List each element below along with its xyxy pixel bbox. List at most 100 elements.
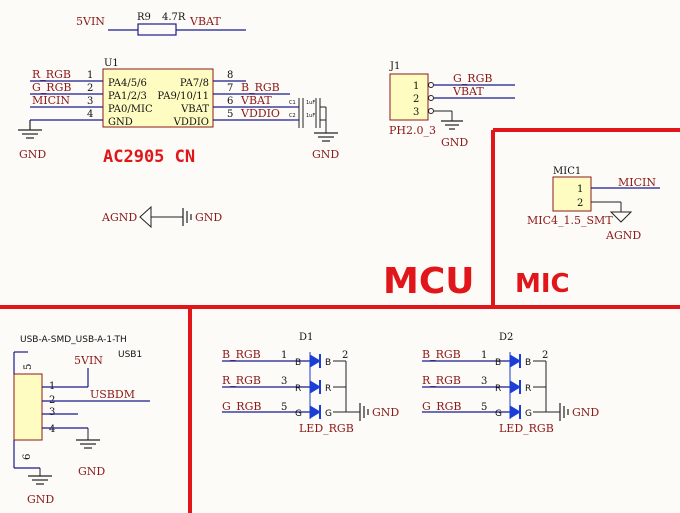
j1-pin-2: 2: [413, 94, 419, 105]
u1-pin-6: 6: [227, 96, 233, 107]
d2-letter-g-out: G: [525, 409, 532, 419]
d2-letter-b-out: B: [525, 358, 531, 368]
u1-net-left-1: R_RGB: [32, 68, 71, 81]
d2-pin-3: 3: [481, 376, 487, 387]
d2-pin-1: 1: [481, 350, 487, 361]
u1-pin-1: 1: [87, 70, 93, 81]
u1-chip: U1 R_RGB G_RGB MICIN 1 2 3 4 PA4/5/6 PA1…: [30, 58, 290, 167]
u1-part: AC2905 CN: [103, 147, 195, 167]
mic1-pin-2: 2: [577, 198, 583, 209]
d1-part: LED_RGB: [299, 422, 354, 435]
usb1-header: USB-A-SMD_USB-A-1-TH: [20, 335, 127, 345]
mic1-net: MICIN: [618, 176, 656, 189]
j1-pin-1: 1: [413, 81, 419, 92]
u1-pin-4: 4: [87, 109, 93, 120]
d2-letter-b: B: [495, 358, 501, 368]
d1-letter-g-out: G: [325, 409, 332, 419]
j1-part: PH2.0_3: [389, 124, 436, 137]
section-borders: [0, 128, 680, 513]
mic1-part: MIC4_1.5_SMT: [527, 214, 613, 227]
d1-net-g: G_RGB: [222, 400, 261, 413]
usb1-pin-4: 4: [49, 424, 55, 435]
c1-ref: C1: [289, 100, 296, 106]
agnd-right-label: GND: [195, 211, 222, 224]
d1-led: D1 B_RGB R_RGB G_RGB 1 3 5 B R G B R G 2…: [222, 332, 399, 435]
d2-letter-g: G: [495, 409, 502, 419]
d2-letter-r: R: [495, 384, 501, 394]
j1-net-1: G_RGB: [453, 72, 492, 85]
d2-pin-5: 5: [481, 402, 487, 413]
d2-part: LED_RGB: [499, 422, 554, 435]
u1-net-right-7: B_RGB: [241, 81, 280, 94]
d2-net-g: G_RGB: [422, 400, 461, 413]
r9-left-net: 5VIN: [76, 15, 105, 28]
u1-pin-3: 3: [87, 96, 93, 107]
u1-name-left-2: PA1/2/3: [108, 91, 147, 102]
section-title-mcu: MCU: [383, 261, 474, 302]
u1-gnd-label: GND: [19, 148, 46, 161]
u1-pin-7: 7: [227, 83, 233, 94]
j1-body: [389, 73, 429, 121]
usb1-pin-6: 6: [22, 454, 33, 460]
c1-value: 1uF: [306, 100, 315, 106]
usb1-pin-3: 3: [49, 407, 55, 418]
mic1-component: MIC1 1 2 MICIN MIC4_1.5_SMT AGND: [527, 166, 660, 242]
c2-ref: C2: [289, 113, 296, 119]
agnd-left-label: AGND: [101, 211, 137, 224]
d2-gnd-label: GND: [572, 406, 599, 419]
agnd-gnd-tie: AGND GND: [101, 205, 222, 229]
mic1-pin-1: 1: [577, 184, 583, 195]
j1-pin-3: 3: [413, 107, 419, 118]
usb1-gnd-label-right: GND: [78, 465, 105, 478]
d1-pin-2: 2: [342, 350, 348, 361]
u1-name-right-8: PA7/8: [180, 78, 209, 89]
d2-net-b: B_RGB: [422, 348, 461, 361]
u1-net-right-6: VBAT: [240, 94, 272, 107]
d1-gnd-label: GND: [372, 406, 399, 419]
d1-letter-g: G: [295, 409, 302, 419]
d1-pin-3: 3: [281, 376, 287, 387]
u1-net-left-2: G_RGB: [32, 81, 71, 94]
usb1-vnet: 5VIN: [74, 354, 103, 367]
r9-value: 4.7R: [162, 12, 186, 23]
u1-name-left-3: PA0/MIC: [108, 104, 153, 115]
u1-name-right-7: PA9/10/11: [157, 91, 209, 102]
d1-pin-1: 1: [281, 350, 287, 361]
r9-ref: R9: [137, 12, 151, 23]
u1-name-left-4: GND: [108, 117, 133, 128]
d2-letter-r-out: R: [525, 384, 531, 394]
d1-net-r: R_RGB: [222, 374, 261, 387]
d1-net-b: B_RGB: [222, 348, 261, 361]
u1-name-right-6: VBAT: [180, 104, 209, 115]
u1-pin-8: 8: [227, 70, 233, 81]
d2-net-r: R_RGB: [422, 374, 461, 387]
r9-resistor: 5VIN R9 4.7R VBAT: [76, 12, 246, 36]
usb1-ref: USB1: [118, 350, 142, 360]
u1-net-right-5: VDDIO: [240, 107, 280, 120]
c2-value: 1uF: [306, 113, 315, 119]
d1-pin-5: 5: [281, 402, 287, 413]
mic1-ref: MIC1: [553, 166, 581, 177]
d1-letter-r-out: R: [325, 384, 331, 394]
u1-gnd-symbol: GND: [18, 120, 46, 161]
d1-letter-b: B: [295, 358, 301, 368]
d2-ref: D2: [499, 332, 513, 343]
u1-name-left-1: PA4/5/6: [108, 78, 147, 89]
u1-net-left-3: MICIN: [32, 94, 70, 107]
j1-gnd-label: GND: [441, 136, 468, 149]
u1-pin-2: 2: [87, 83, 93, 94]
usb1-pin-5: 5: [23, 364, 34, 370]
decoupling-capacitors: C1 C2 1uF 1uF GND: [289, 98, 339, 161]
u1-pin-5: 5: [227, 109, 233, 120]
d1-letter-r: R: [295, 384, 301, 394]
usb1-body: [13, 373, 43, 441]
r9-right-net: VBAT: [189, 15, 221, 28]
u1-name-right-5: VDDIO: [173, 117, 209, 128]
d1-ref: D1: [299, 332, 313, 343]
j1-net-2: VBAT: [452, 85, 484, 98]
usb1-connector: USB-A-SMD_USB-A-1-TH USB1 5 6 1 2 3 4 5V…: [13, 335, 150, 506]
u1-body: [102, 68, 214, 128]
j1-connector: J1 1 2 3 G_RGB VBAT PH2.0_3 GND: [389, 61, 515, 149]
d1-letter-b-out: B: [325, 358, 331, 368]
